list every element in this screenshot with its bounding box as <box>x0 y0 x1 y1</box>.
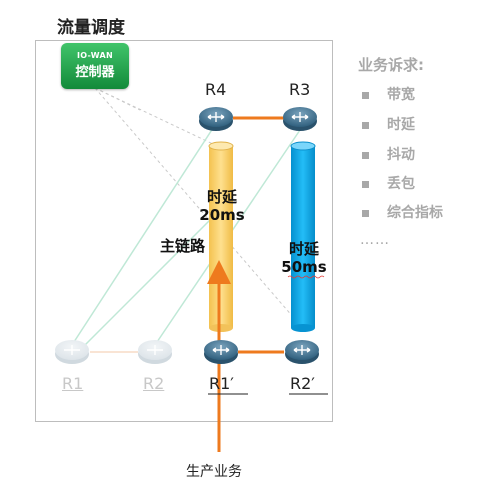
pipe-left-body <box>209 146 233 328</box>
requirement-item: 丢包 <box>362 173 415 193</box>
pipe-right-label-line1: 时延 <box>288 240 319 258</box>
pipe-left-label: 时延 20ms <box>199 188 245 224</box>
requirement-item: 抖动 <box>362 144 415 164</box>
pipe-left-top <box>208 141 234 151</box>
pipe-right <box>290 141 316 332</box>
label-r4: R4 <box>205 80 227 99</box>
requirement-text: 带宽 <box>387 87 415 103</box>
pipe-right-label: 时延 50ms <box>281 240 327 276</box>
label-r1p: R1′ <box>209 374 234 393</box>
service-label: 生产业务 <box>186 464 242 480</box>
requirements-title: 业务诉求: <box>358 56 424 74</box>
pipe-left <box>208 141 234 332</box>
router-r1p <box>204 340 238 364</box>
router-r1 <box>55 340 89 364</box>
router-arrows-icon <box>293 345 311 355</box>
pipe-right-label-line2: 50ms <box>281 258 327 276</box>
requirements-more: …… <box>360 232 390 248</box>
network-frame <box>35 40 333 422</box>
bullet-square-icon <box>362 209 369 217</box>
controller-box: IO-WAN 控制器 <box>61 43 129 89</box>
requirement-item: 带宽 <box>362 84 415 104</box>
router-arrows-icon <box>207 112 225 122</box>
router-arrows-icon <box>212 345 230 355</box>
link-r1-pipe <box>81 214 216 349</box>
requirement-text: 时延 <box>387 117 415 133</box>
label-r1: R1 <box>62 374 84 393</box>
link-r1-r4 <box>71 124 216 346</box>
pipe-left-bottom <box>209 324 233 332</box>
pipe-left-label-line1: 时延 <box>206 188 237 206</box>
controller-dashed-lines <box>94 87 301 326</box>
pipe-right-top <box>290 141 316 151</box>
dashed-line-r4 <box>94 87 216 146</box>
requirement-item: 时延 <box>362 114 415 134</box>
spellcheck-underline <box>287 275 325 279</box>
requirement-text: 抖动 <box>387 147 415 163</box>
active-links <box>233 116 284 354</box>
controller-line1: IO-WAN <box>76 51 114 60</box>
bullet-square-icon <box>362 91 369 99</box>
label-r3: R3 <box>289 80 311 99</box>
main-path-label: 主链路 <box>160 237 206 255</box>
label-r2: R2 <box>143 374 165 393</box>
requirement-text: 综合指标 <box>387 205 443 221</box>
pipe-right-bottom <box>291 324 315 332</box>
router-arrows-icon <box>291 112 309 122</box>
bullet-square-icon <box>362 180 369 188</box>
router-arrows-icon <box>147 345 163 355</box>
router-r4 <box>199 107 233 131</box>
pipe-right-body <box>291 146 315 328</box>
router-r2 <box>138 340 172 364</box>
label-r2p: R2′ <box>290 374 315 393</box>
requirement-item: 综合指标 <box>362 202 443 222</box>
pipe-left-label-line2: 20ms <box>199 206 245 224</box>
router-r3 <box>283 107 317 131</box>
dashed-line-r2p <box>94 87 301 326</box>
page-title: 流量调度 <box>57 18 125 38</box>
bullet-square-icon <box>362 151 369 159</box>
requirement-text: 丢包 <box>387 176 415 192</box>
bullet-square-icon <box>362 121 369 129</box>
router-r2p <box>285 340 319 364</box>
router-arrows-icon <box>64 345 80 355</box>
controller-line2: 控制器 <box>75 65 115 80</box>
dashed-line-r3 <box>94 87 141 111</box>
